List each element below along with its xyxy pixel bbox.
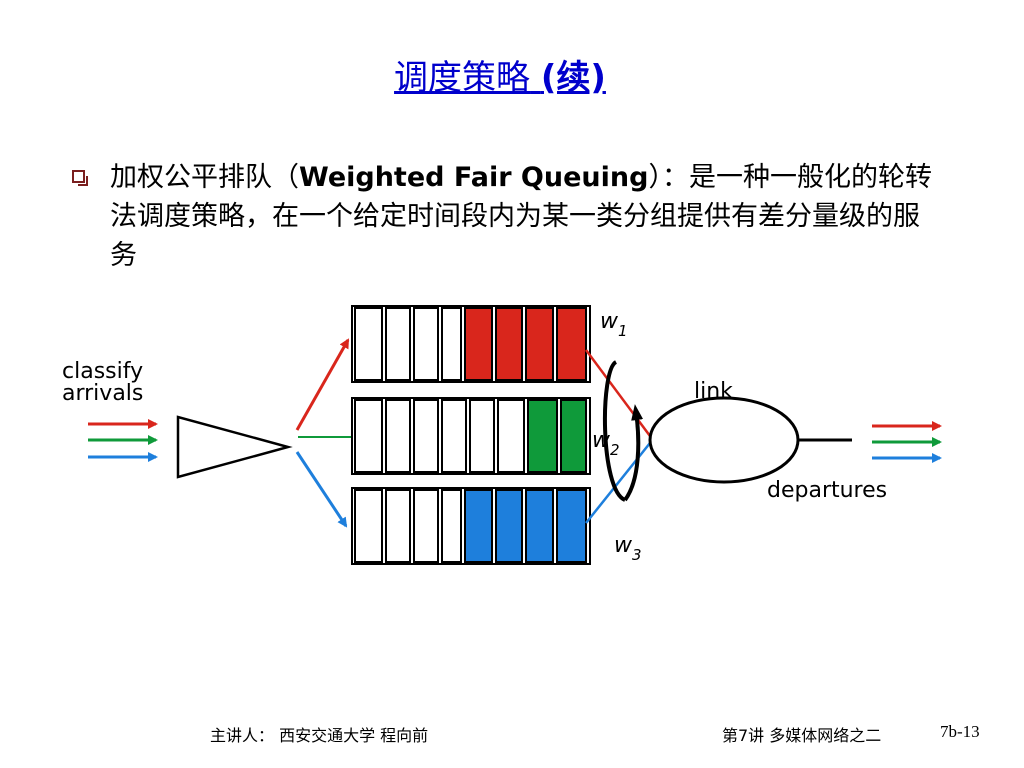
arrivals-label: arrivals [62, 381, 143, 406]
incoming-arrows [88, 419, 158, 462]
square-bullet-icon [72, 170, 88, 186]
round-robin-arc [602, 360, 644, 502]
title-cn: 调度策略 [394, 58, 531, 98]
queue-red [351, 305, 591, 383]
queued-packet [525, 489, 554, 563]
link-server [648, 396, 800, 484]
empty-slot [385, 307, 411, 381]
bullet-term: Weighted Fair Queuing [299, 162, 649, 193]
classify-label: classify [62, 359, 143, 384]
empty-slot [385, 399, 411, 473]
queued-packet [527, 399, 558, 473]
page-number: 7b-13 [940, 722, 980, 741]
link-label: link [694, 379, 733, 404]
queued-packet [556, 489, 587, 563]
empty-slot [441, 307, 462, 381]
departures-label: departures [767, 478, 887, 503]
footer-presenter: 主讲人： 西安交通大学 程向前 [210, 726, 429, 745]
weight-w1-label: w1 [600, 309, 628, 340]
empty-slot [413, 489, 439, 563]
bullet-prefix: 加权公平排队（ [110, 162, 299, 193]
empty-slot [354, 399, 383, 473]
queued-packet [464, 307, 493, 381]
empty-slot [385, 489, 411, 563]
bullet-text: 加权公平排队（Weighted Fair Queuing）：是一种一般化的轮转法… [110, 158, 932, 275]
queue-blue [351, 487, 591, 565]
empty-slot [497, 399, 525, 473]
empty-slot [354, 307, 383, 381]
bullet-item: 加权公平排队（Weighted Fair Queuing）：是一种一般化的轮转法… [72, 158, 932, 275]
empty-slot [413, 307, 439, 381]
slide-title: 调度策略 (续) [0, 50, 1000, 99]
empty-slot [441, 399, 467, 473]
weight-w3-label: w3 [614, 533, 642, 564]
queued-packet [464, 489, 493, 563]
departure-arrows [872, 421, 942, 463]
queued-packet [560, 399, 587, 473]
classifier-triangle [176, 415, 293, 479]
empty-slot [354, 489, 383, 563]
queued-packet [525, 307, 554, 381]
weight-w2-label: w2 [592, 428, 620, 459]
empty-slot [413, 399, 439, 473]
bullet-suffix: ）：是一种一般化的轮转法调度策略，在一个给定时间段内为某一类分组提供有差分量级的… [110, 162, 932, 271]
empty-slot [441, 489, 462, 563]
empty-slot [469, 399, 495, 473]
queued-packet [495, 489, 523, 563]
queue-green [351, 397, 591, 475]
footer-lecture: 第7讲 多媒体网络之二 [722, 726, 882, 745]
title-latin: (续) [540, 58, 606, 98]
queued-packet [556, 307, 587, 381]
wfq-diagram: classify arrivals link departures w1 w2 … [62, 305, 942, 565]
queued-packet [495, 307, 523, 381]
